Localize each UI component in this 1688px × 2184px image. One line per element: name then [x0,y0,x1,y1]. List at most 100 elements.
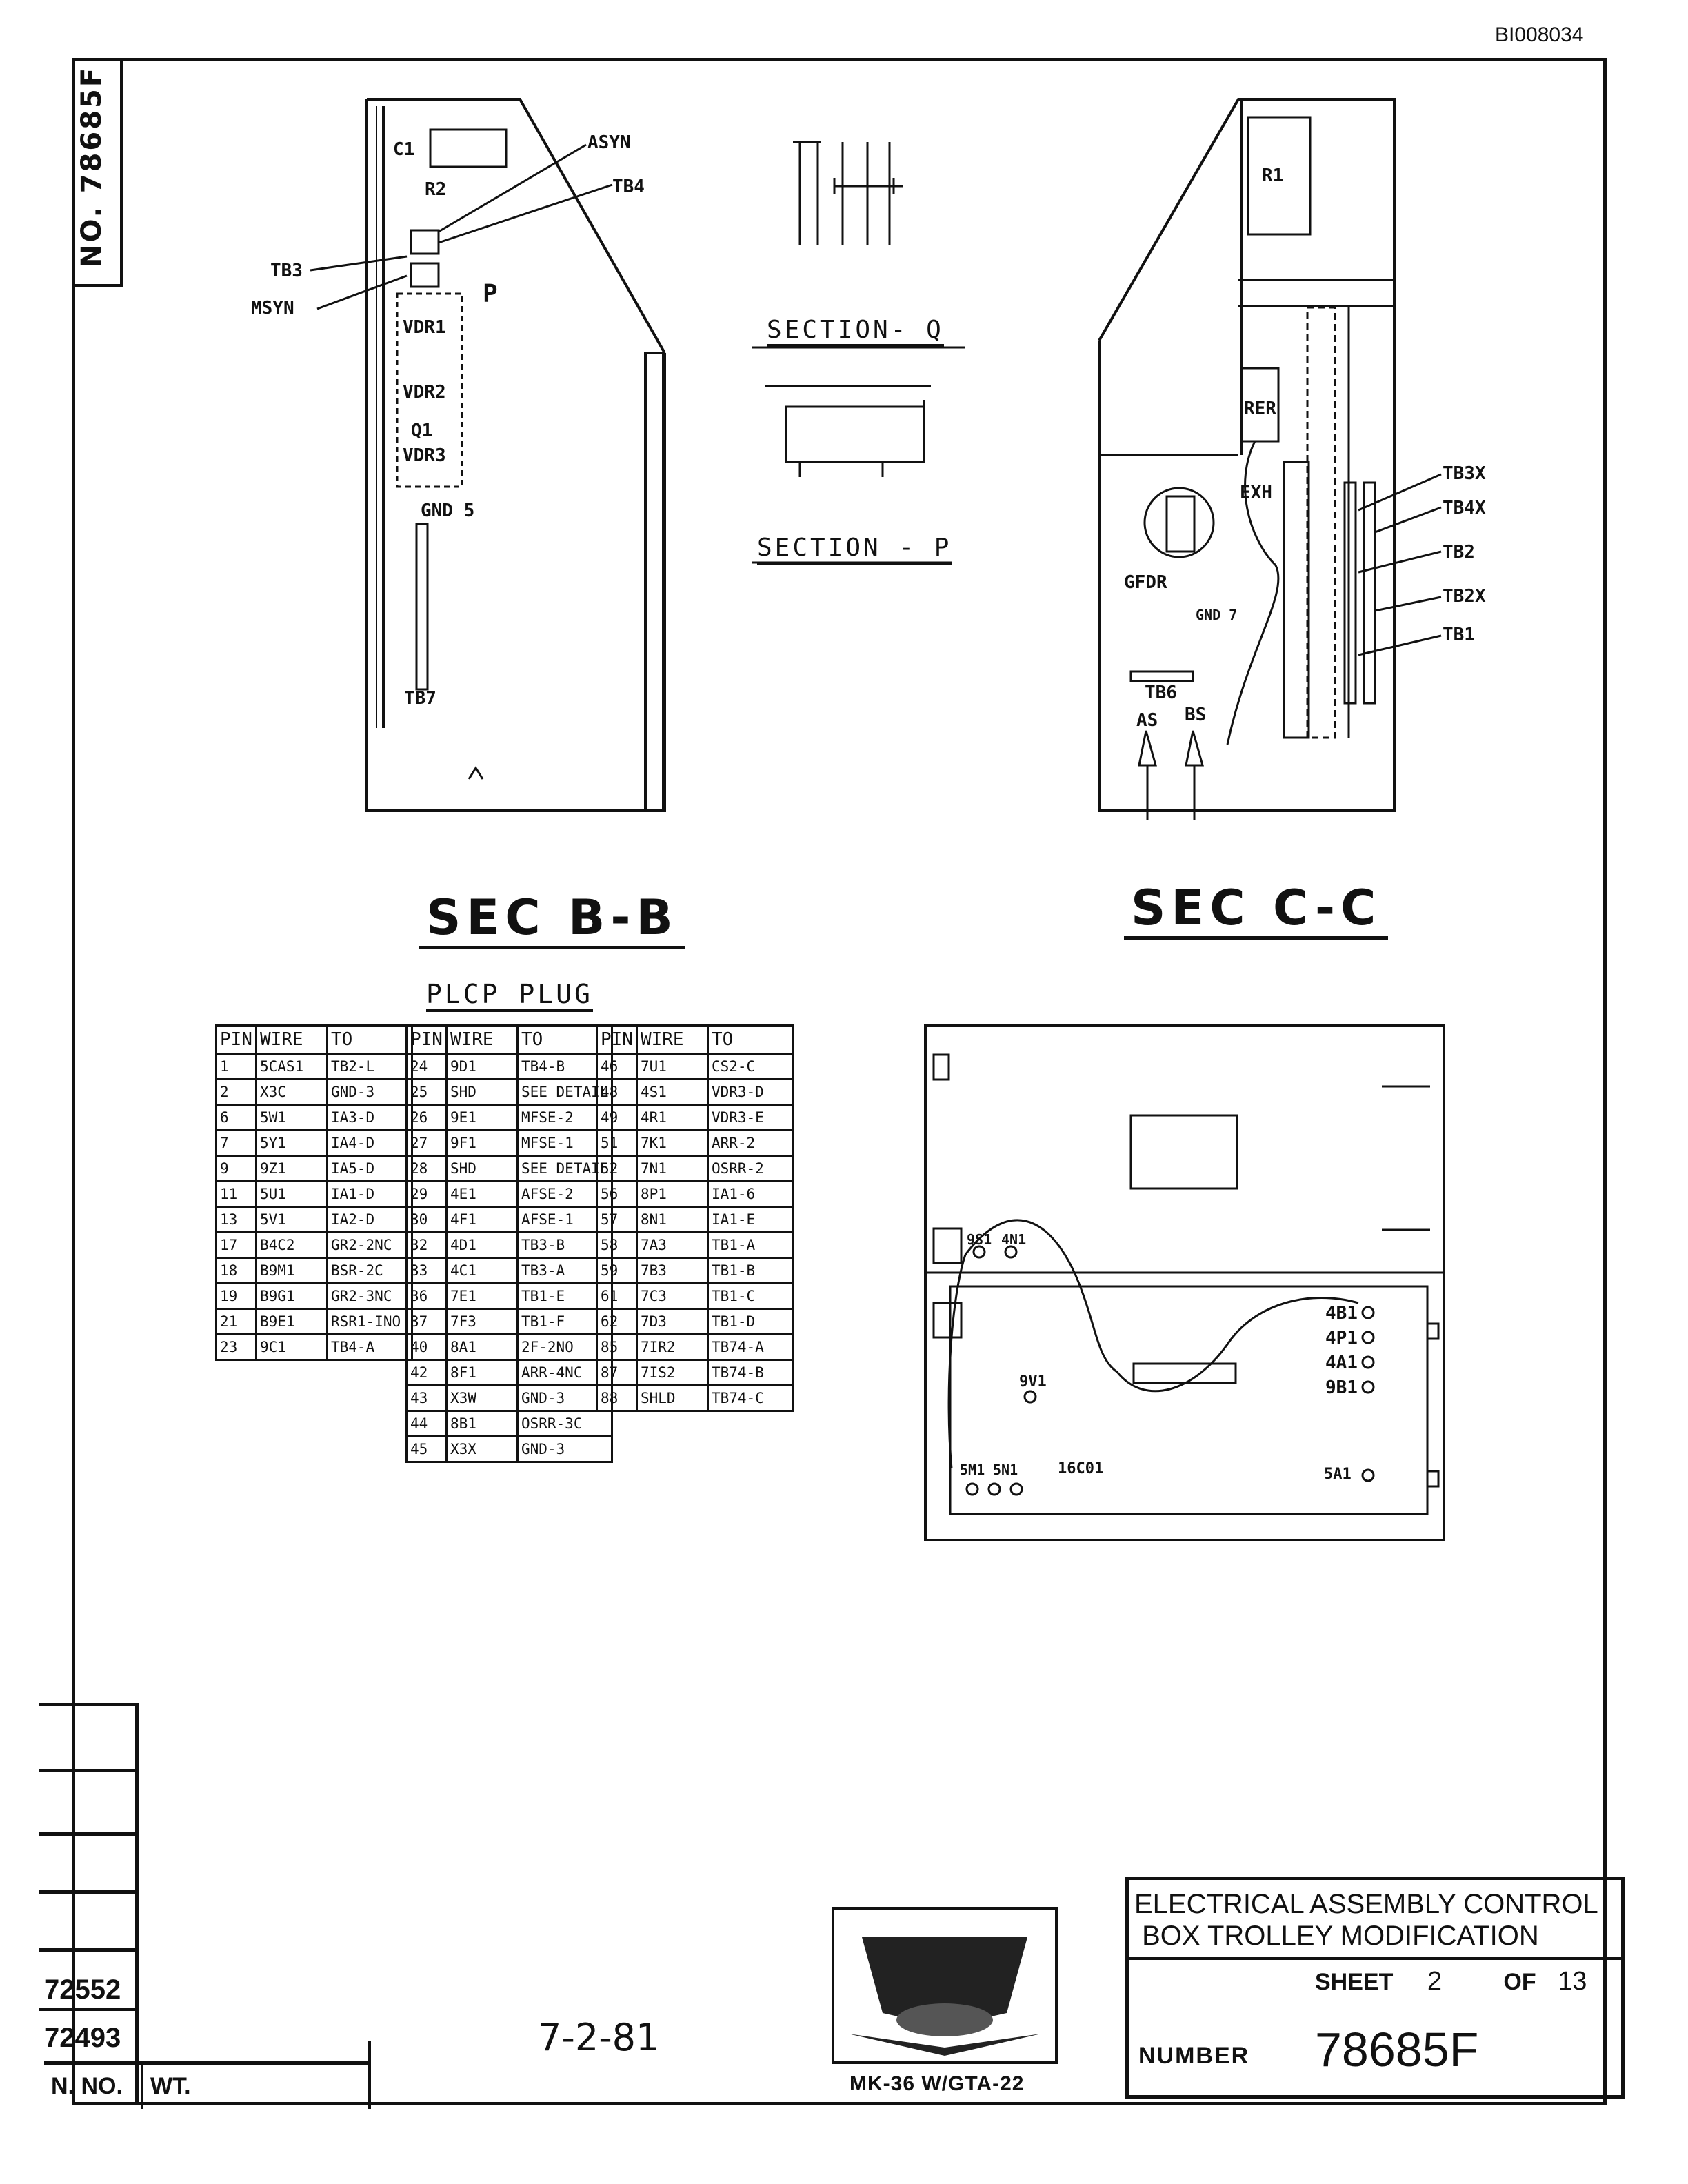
to-cell: GND-3 [516,1435,614,1463]
header-pin: PIN [405,1024,448,1055]
wire-cell: 9E1 [445,1104,519,1131]
pin-cell: 25 [405,1078,448,1106]
label-5a1: 5A1 [1324,1466,1352,1483]
pin-cell: 48 [596,1078,638,1106]
label-as: AS [1136,710,1158,731]
label-16c01: 16C01 [1058,1460,1104,1477]
to-cell: GR2-3NC [325,1282,413,1310]
pin-cell: 30 [405,1206,448,1233]
wire-cell: 4D1 [445,1231,519,1259]
header-pin: PIN [596,1024,638,1055]
wire-cell: 8P1 [635,1180,709,1208]
to-cell: RSR1-INO [325,1308,413,1335]
label-tb1: TB1 [1443,625,1475,645]
wire-cell: B9E1 [254,1308,328,1335]
wire-cell: 7A3 [635,1231,709,1259]
wire-cell: X3X [445,1435,519,1463]
label-4a1: 4A1 [1325,1353,1358,1373]
to-cell: IA1-D [325,1180,413,1208]
door-panel-drawing [924,1024,1445,1541]
label-c1: C1 [393,139,415,160]
wire-cell: 9F1 [445,1129,519,1157]
wire-cell: 7U1 [635,1053,709,1080]
header-pin: PIN [215,1024,257,1055]
label-rer: RER [1244,398,1276,419]
pin-cell: 42 [405,1359,448,1386]
wire-cell: 4R1 [635,1104,709,1131]
company-logo-box [832,1907,1058,2064]
pin-cell: 45 [405,1435,448,1463]
to-cell: VDR3-E [706,1104,794,1131]
label-exh: EXH [1240,483,1272,503]
label-9v1: 9V1 [1019,1373,1047,1391]
to-cell: IA5-D [325,1155,413,1182]
pin-cell: 56 [596,1180,638,1208]
pin-cell: 40 [405,1333,448,1361]
pin-cell: 7 [215,1129,257,1157]
to-cell: GND-3 [325,1078,413,1106]
pin-cell: 18 [215,1257,257,1284]
label-tb2x: TB2X [1443,586,1486,607]
drawing-frame [72,58,1607,2105]
to-cell: TB2-L [325,1053,413,1080]
wire-cell: 7D3 [635,1308,709,1335]
pin-cell: 23 [215,1333,257,1361]
header-wire: WIRE [254,1024,328,1055]
to-cell: TB1-D [706,1308,794,1335]
nno-label: N. NO. [51,2073,123,2099]
pin-cell: 33 [405,1257,448,1284]
pin-cell: 9 [215,1155,257,1182]
label-tb3x: TB3X [1443,463,1486,484]
pin-cell: 61 [596,1282,638,1310]
header-to: TO [706,1024,794,1055]
label-p: P [483,280,498,308]
sheet-label: SHEET [1315,1969,1394,1995]
sec-cc-title: SEC C-C [1124,880,1389,940]
section-p-title: SECTION - P [757,534,952,565]
pin-cell: 27 [405,1129,448,1157]
to-cell: GR2-2NC [325,1231,413,1259]
to-cell: TB1-B [706,1257,794,1284]
pin-cell: 24 [405,1053,448,1080]
to-cell: TB1-C [706,1282,794,1310]
to-cell: TB74-A [706,1333,794,1361]
pin-cell: 88 [596,1384,638,1412]
wire-cell: SHLD [635,1384,709,1412]
wire-cell: B4C2 [254,1231,328,1259]
header-wire: WIRE [635,1024,709,1055]
pin-cell: 87 [596,1359,638,1386]
to-cell: IA2-D [325,1206,413,1233]
pin-cell: 57 [596,1206,638,1233]
wire-cell: 5CAS1 [254,1053,328,1080]
wire-cell: 9Z1 [254,1155,328,1182]
pin-cell: 44 [405,1410,448,1437]
label-asyn: ASYN [587,132,631,153]
label-9b1: 9B1 [1325,1377,1358,1398]
label-gfdr: GFDR [1124,572,1167,593]
label-tb2: TB2 [1443,542,1475,563]
wire-cell: 4F1 [445,1206,519,1233]
label-r1: R1 [1262,165,1284,186]
revision-number-2: 72493 [44,2023,121,2053]
label-4p1: 4P1 [1325,1328,1358,1348]
label-9s1: 9S1 [967,1231,992,1248]
to-cell: IA4-D [325,1129,413,1157]
sheet-info: SHEET 2 OF 13 [1315,1967,1587,1996]
label-q1: Q1 [411,421,433,441]
